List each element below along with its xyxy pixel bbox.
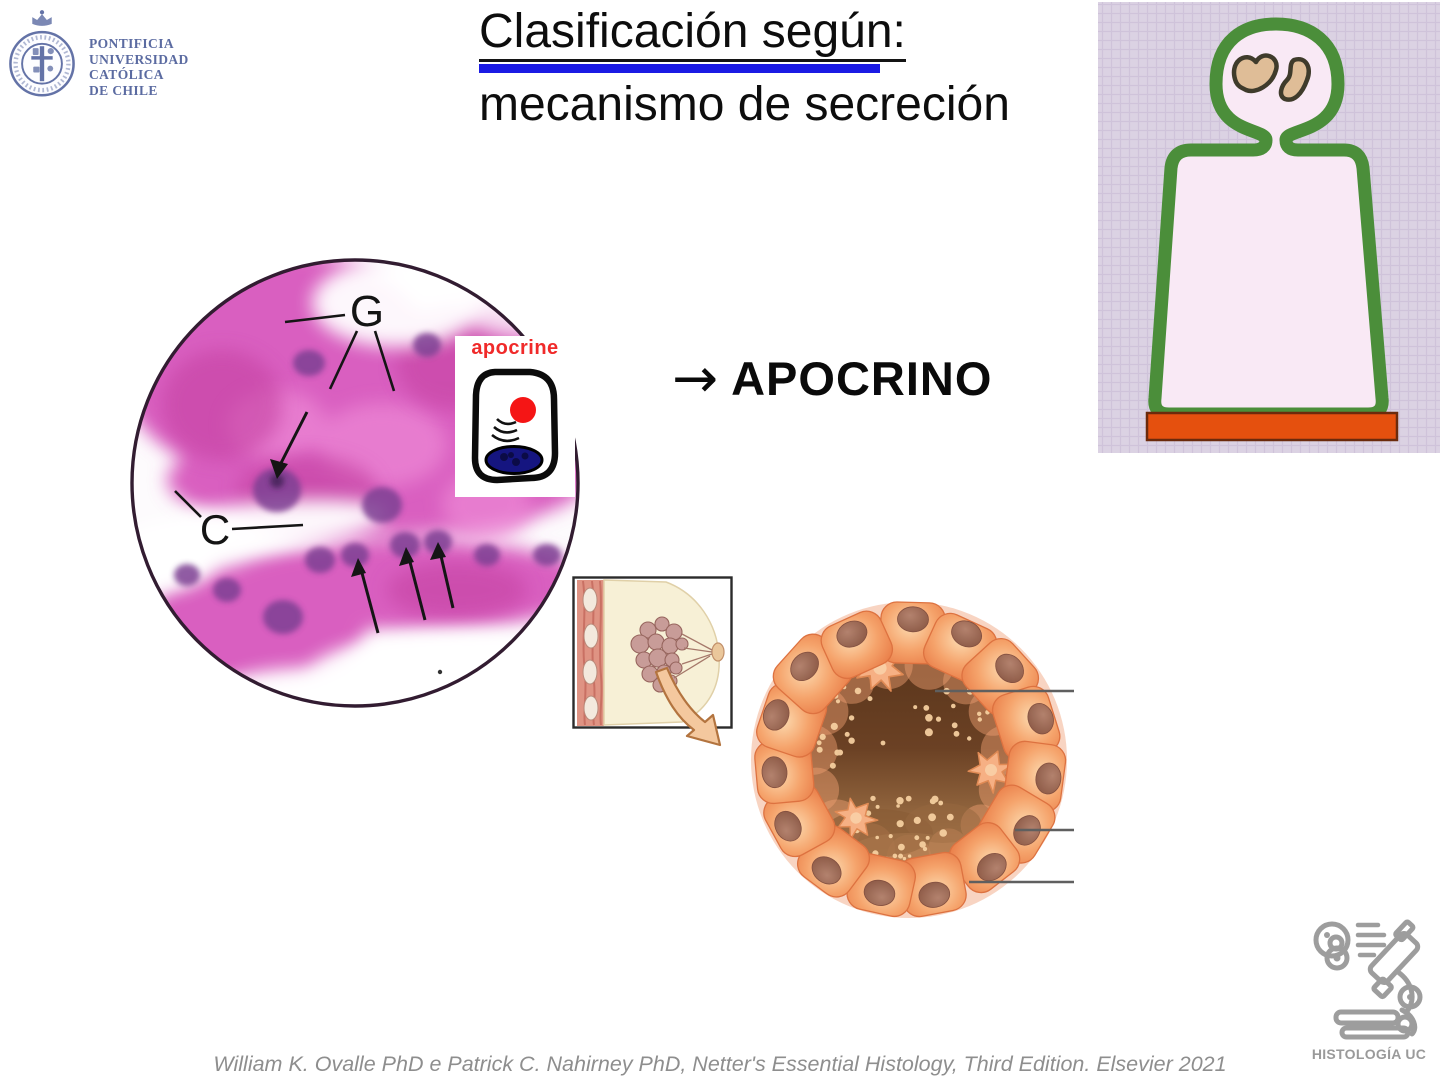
apocrino-label: APOCRINO	[731, 352, 993, 405]
gland-cell-outline	[1148, 17, 1389, 421]
leader-lines	[935, 689, 1074, 884]
title-line-2: mecanismo de secreción	[479, 78, 1010, 131]
alveolus-illustration	[751, 601, 1074, 918]
citation: William K. Ovalle PhD e Patrick C. Nahir…	[213, 1052, 1227, 1076]
nucleus	[484, 445, 544, 475]
apocrine-cell-icon	[471, 368, 559, 484]
breast-inset-image	[572, 576, 733, 747]
microscope-icon	[1313, 919, 1423, 1040]
micrograph-label-g: G	[350, 287, 384, 336]
right-arrow-icon: →	[672, 346, 719, 410]
nipple	[711, 642, 725, 662]
university-name-line: CATÓLICA	[89, 67, 164, 82]
university-name-line: UNIVERSIDAD	[89, 51, 189, 67]
title-underline-bar	[479, 64, 880, 73]
histologia-uc-logo: HISTOLOGÍA UC	[1302, 912, 1436, 1062]
apocrine-gland-diagram	[1098, 2, 1440, 453]
histologia-uc-label: HISTOLOGÍA UC	[1311, 1046, 1427, 1062]
breast-illustration	[577, 579, 725, 726]
university-name-line: DE CHILE	[89, 82, 158, 98]
cell-ring	[754, 601, 1067, 918]
lactiferous-ducts	[673, 633, 713, 679]
secreted-product-blobs	[1231, 53, 1312, 102]
apocrine-tag: apocrine	[455, 336, 575, 497]
apocrino-heading: → APOCRINO	[672, 351, 992, 406]
basement-membrane-bar	[1145, 411, 1399, 442]
curved-arrow-icon	[654, 666, 722, 747]
university-logo: PONTIFICIA UNIVERSIDAD CATÓLICA DE CHILE	[8, 6, 189, 102]
secretory-bleb-dot	[510, 397, 536, 423]
micrograph-annotations: G C	[174, 287, 455, 675]
title-line-1: Clasificación según:	[479, 4, 1010, 62]
university-name: PONTIFICIA UNIVERSIDAD CATÓLICA DE CHILE	[89, 36, 189, 102]
uc-crest-icon	[9, 10, 75, 97]
squiggle-lines	[491, 418, 520, 443]
up-arrows	[351, 542, 455, 634]
apocrine-tag-label: apocrine	[471, 337, 559, 359]
university-name-line: PONTIFICIA	[89, 36, 175, 51]
slide-title: Clasificación según: mecanismo de secrec…	[479, 4, 1010, 132]
micrograph-label-c: C	[200, 506, 230, 553]
nuclei	[174, 333, 561, 634]
